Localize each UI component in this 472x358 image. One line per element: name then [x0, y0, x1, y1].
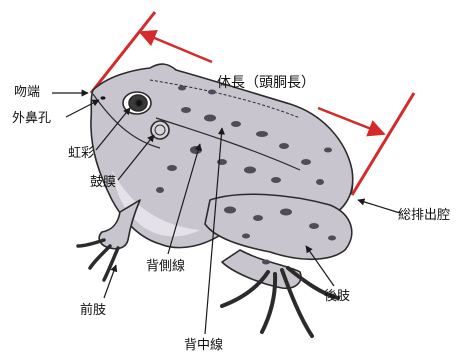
label-nostril: 外鼻孔: [12, 112, 51, 125]
label-cloaca: 総排出腔: [398, 209, 450, 222]
label-tympanum: 鼓膜: [90, 176, 116, 189]
nostril: [101, 96, 106, 99]
body-length-arrow: [140, 32, 212, 62]
pupil: [136, 100, 143, 107]
vent-tick-line: [352, 93, 414, 195]
cloaca-leader: [358, 200, 400, 213]
label-dorsolateral-line: 背側線: [146, 260, 185, 273]
label-dorsal-midline: 背中線: [184, 339, 223, 352]
label-fore-limb: 前肢: [80, 304, 106, 317]
frog-illustration: [78, 64, 353, 336]
label-hind-limb: 後肢: [324, 290, 350, 303]
label-iris: 虹彩: [68, 147, 94, 160]
label-snout: 吻端: [14, 86, 40, 99]
label-body-length: 体長（頭胴長）: [217, 76, 315, 90]
